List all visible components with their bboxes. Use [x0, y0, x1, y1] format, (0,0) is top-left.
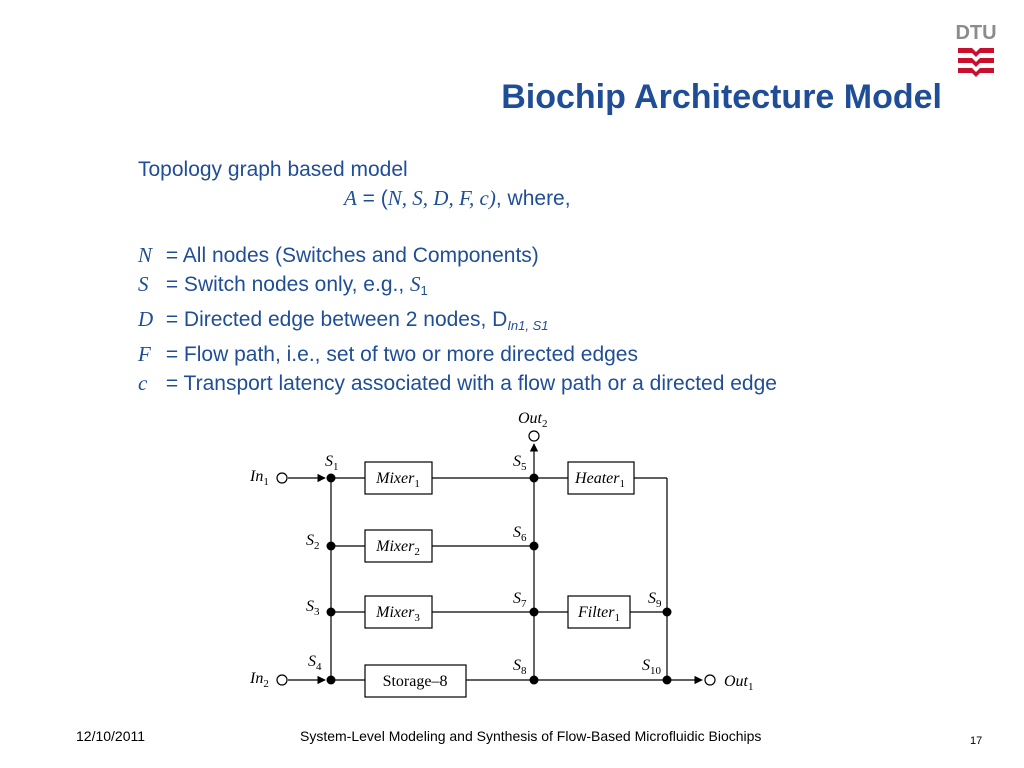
def-text: = All nodes (Switches and Components): [160, 244, 539, 267]
switch-label: S10: [642, 657, 662, 677]
intro-line: Topology graph based model: [138, 158, 408, 181]
formula-eq: = (: [356, 187, 388, 210]
switch-node-s6: [529, 541, 539, 551]
dtu-logo-mark: [958, 48, 994, 77]
def-text: = Switch nodes only, e.g.,: [160, 273, 411, 296]
switch-label: S4: [308, 653, 322, 673]
def-text: = Flow path, i.e., set of two or more di…: [160, 343, 638, 366]
component-label: Heater1: [574, 470, 625, 490]
component-storage: [364, 664, 467, 698]
component-label: Mixer2: [375, 538, 420, 558]
component-label: Mixer3: [375, 604, 420, 624]
port-label: In1: [249, 468, 269, 488]
def-latency: c = Transport latency associated with a …: [138, 369, 968, 398]
component-mixer3: [364, 595, 433, 629]
switch-node-s5: [529, 473, 539, 483]
switch-label: S6: [513, 524, 527, 544]
switch-node-s8: [529, 675, 539, 685]
component-filter1: [567, 595, 631, 629]
port-label: Out2: [518, 410, 548, 430]
component-label: Storage–8: [383, 673, 448, 690]
def-example-sub: 1: [420, 283, 428, 298]
switch-node-s10: [662, 675, 672, 685]
port-label: Out1: [724, 673, 754, 693]
switch-label: S5: [513, 453, 527, 473]
switch-node-s4: [326, 675, 336, 685]
def-symbol: S: [138, 272, 149, 296]
def-text: = Transport latency associated with a fl…: [160, 372, 777, 395]
def-nodes: N = All nodes (Switches and Components): [138, 241, 968, 270]
switch-label: S9: [648, 590, 662, 610]
component-heater1: [567, 461, 635, 495]
formula-args: N, S, D, F, c): [387, 186, 496, 210]
def-symbol: F: [138, 342, 151, 366]
footer-date: 12/10/2011: [76, 728, 146, 744]
switch-label: S8: [513, 657, 527, 677]
component-mixer1: [364, 461, 433, 495]
def-switches: S = Switch nodes only, e.g., S1: [138, 270, 968, 305]
component-label: Filter1: [577, 604, 620, 624]
switch-node-s1: [326, 473, 336, 483]
dtu-logo: DTU: [955, 22, 997, 77]
switch-label: S2: [306, 532, 320, 552]
switch-node-s7: [529, 607, 539, 617]
formula-tail: , where,: [495, 187, 571, 210]
output-port-out1: [704, 674, 716, 686]
def-symbol: c: [138, 371, 148, 395]
def-flowpath: F = Flow path, i.e., set of two or more …: [138, 340, 968, 369]
def-example-sub: In1, S1: [507, 318, 549, 333]
formula-lhs: A: [344, 186, 357, 210]
slide-title: Biochip Architecture Model: [501, 78, 942, 116]
input-port-in2: [276, 674, 288, 686]
port-label: In2: [249, 670, 269, 690]
page-number: 17: [970, 735, 983, 747]
switch-label: S1: [325, 453, 339, 473]
switch-label: S7: [513, 590, 527, 610]
def-example: S: [410, 272, 421, 296]
def-symbol: D: [138, 307, 154, 331]
slide-body: Topology graph based model A = (N, S, D,…: [138, 156, 968, 398]
output-port-out2: [528, 430, 540, 442]
component-label: Mixer1: [375, 470, 420, 490]
switch-node-s2: [326, 541, 336, 551]
formula-line: A = (N, S, D, F, c), where,: [138, 184, 968, 213]
switch-node-s3: [326, 607, 336, 617]
switch-node-s9: [662, 607, 672, 617]
dtu-logo-text: DTU: [955, 22, 996, 44]
footer-title: System-Level Modeling and Synthesis of F…: [300, 728, 762, 744]
def-text: = Directed edge between 2 nodes, D: [160, 308, 508, 331]
switch-label: S3: [306, 598, 320, 618]
def-edges: D = Directed edge between 2 nodes, DIn1,…: [138, 305, 968, 340]
def-symbol: N: [138, 243, 153, 267]
input-port-in1: [276, 472, 288, 484]
component-mixer2: [364, 529, 433, 563]
